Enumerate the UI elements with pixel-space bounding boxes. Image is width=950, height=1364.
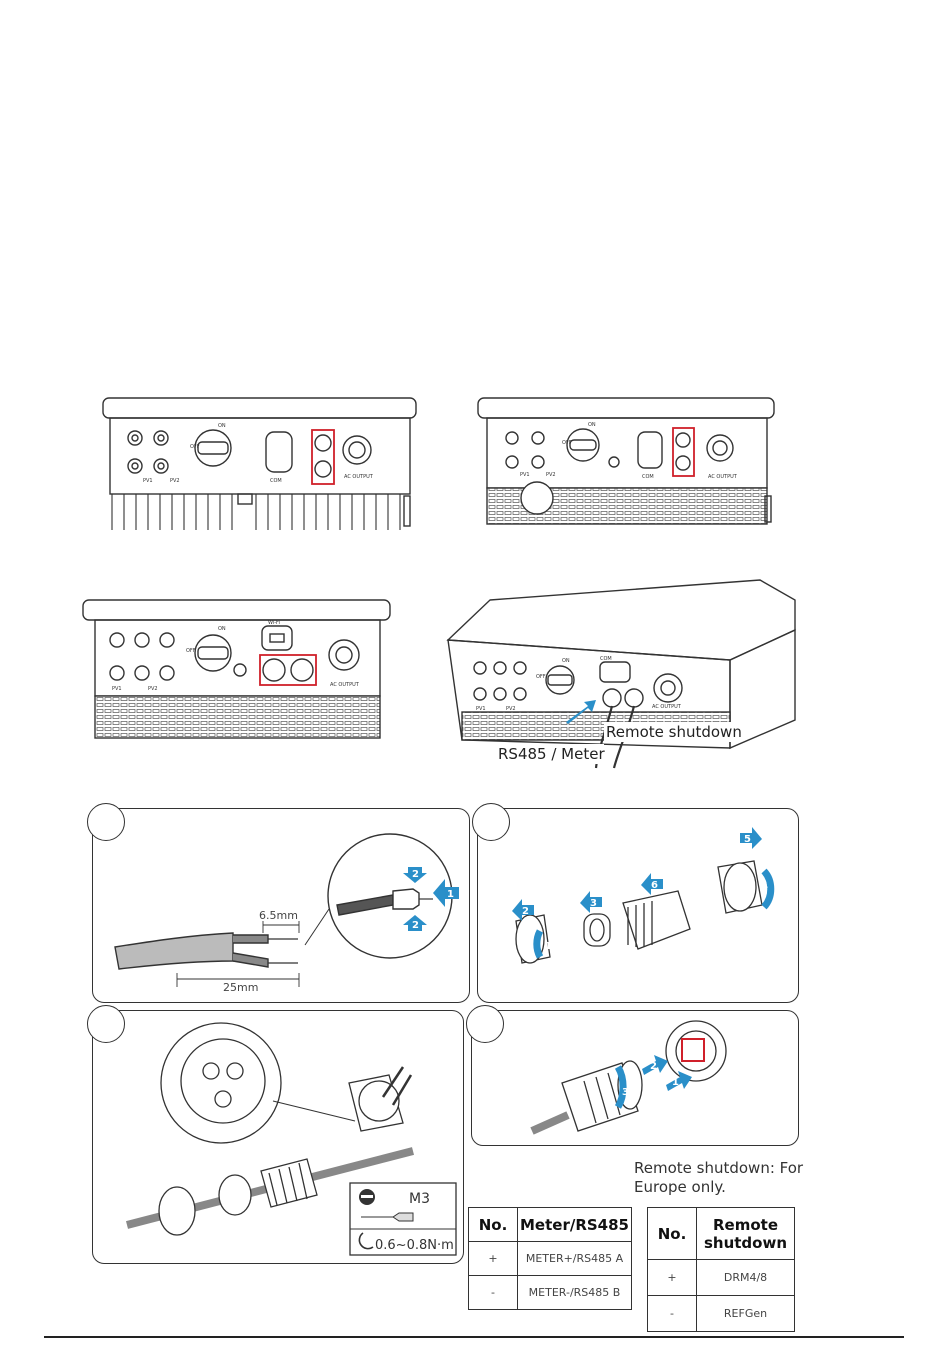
pin-number: - [468,1275,518,1310]
label-pv1: PV1 [520,472,530,478]
insert-arrow-icon [666,1071,692,1091]
jacket-length-label: 25mm [223,981,258,994]
remote-shutdown-table: No. Remote shutdown + DRM4/8 - REFGen [647,1207,795,1332]
step-number-circle [87,1005,125,1043]
insert-arrow-icon [433,879,459,907]
step-panel-disassemble: 1 2 3 4 5 6 [472,803,799,1003]
table-header: Meter/RS485 [517,1207,632,1242]
tool-size-label: M3 [409,1191,430,1207]
page-footer-rule [44,1336,904,1338]
label-off: OFF [536,674,546,680]
label-off: OFF [186,648,196,654]
step-number-circle [466,1005,504,1043]
label-off: OFF [190,444,200,450]
table-row: - REFGen [647,1295,795,1332]
pin-function: REFGen [696,1295,795,1332]
callout-remote-shutdown: Remote shutdown [606,723,742,741]
label-pv1: PV1 [143,478,153,484]
pin-function: DRM4/8 [696,1259,795,1296]
label-com: COM [642,474,654,480]
push-arrow-icon [642,1055,668,1075]
pin-function: METER-/RS485 B [517,1275,632,1310]
arrow-number: 2 [412,920,419,931]
arrow-number: 2 [412,869,419,880]
arrow-number: 1 [545,941,552,952]
rotate-arrow-icon [533,929,544,959]
table-header: Remote shutdown [696,1207,795,1260]
meter-rs485-table: No. Meter/RS485 + METER+/RS485 A - METER… [468,1207,632,1310]
step-number-circle [87,803,125,841]
arrow-number: 1 [672,1077,679,1088]
label-com: COM [600,656,612,662]
push-arrow-icon [740,827,762,849]
table-header: No. [647,1207,697,1260]
torque-icon [358,1232,374,1250]
pull-arrow-icon [641,873,663,895]
strip-length-label: 6.5mm [259,909,298,922]
pin-function: METER+/RS485 A [517,1241,632,1276]
crimp-arrow-icon [403,867,427,883]
note-line: Remote shutdown: For [634,1159,804,1177]
label-wifi: Wi-Fi [268,620,280,626]
label-on: ON [218,423,226,429]
label-pv2: PV2 [170,478,180,484]
arrow-number: 3 [590,898,597,909]
strip-wire-diagram: 2 2 1 6.5mm 25mm [114,833,459,994]
note-line: Europe only. [634,1178,726,1196]
table-row: - METER-/RS485 B [468,1275,632,1310]
label-pv2: PV2 [546,472,556,478]
arrow-number: 3 [622,1087,629,1098]
connector-wiring-diagram: M3 0.6~0.8N·m [125,1022,457,1256]
torque-value-label: 0.6~0.8N·m [375,1238,454,1253]
arrow-number: 4 [761,881,768,892]
label-ac-output: AC OUTPUT [330,682,360,688]
rotate-arrow-icon [614,1065,627,1109]
label-pv1: PV1 [112,686,122,692]
pin-number: + [468,1241,518,1276]
label-off: OFF [562,440,572,446]
arrow-number: 2 [650,1061,657,1072]
arrow-number: 6 [651,880,658,891]
label-pv1: PV1 [476,706,486,712]
connector-parts-diagram: 1 2 3 4 5 6 [512,827,775,964]
label-pv2: PV2 [148,686,158,692]
label-com: COM [270,478,282,484]
pull-arrow-icon [512,899,534,921]
arrow-number: 5 [744,834,751,845]
arrow-number: 1 [447,889,454,900]
insert-arrow-icon [566,700,596,724]
inverter-b [477,397,775,525]
inverter-c [82,599,391,739]
inverter-diagrams: ON OFF PV1 PV2 COM AC OUTPUT ON OFF PV1 … [82,397,796,769]
label-on: ON [218,626,226,632]
table-header: No. [468,1207,518,1242]
callout-rs485-meter: RS485 / Meter [498,745,605,763]
rotate-arrow-icon [761,868,775,910]
label-on: ON [562,658,570,664]
step-number-circle [472,803,510,841]
connector-plug-diagram: 1 2 3 [530,1020,727,1135]
label-pv2: PV2 [506,706,516,712]
label-on: ON [588,422,596,428]
step-panel-strip: 2 2 1 6.5mm 25mm [87,803,470,1003]
crimp-arrow-icon [403,915,427,931]
inverter-a [102,397,417,530]
remote-shutdown-note: Remote shutdown: For Europe only. [634,1159,803,1197]
pin-number: - [647,1295,697,1332]
step-panel-wiring: M3 0.6~0.8N·m [87,1005,464,1264]
pin-number: + [647,1259,697,1296]
table-row: + METER+/RS485 A [468,1241,632,1276]
label-ac-output: AC OUTPUT [344,474,374,480]
step-panel-plug: 1 2 3 [466,1005,799,1146]
label-ac-output: AC OUTPUT [708,474,738,480]
arrow-number: 2 [522,906,529,917]
label-ac-output: AC OUTPUT [652,704,682,710]
pull-arrow-icon [580,891,602,913]
table-row: + DRM4/8 [647,1259,795,1296]
